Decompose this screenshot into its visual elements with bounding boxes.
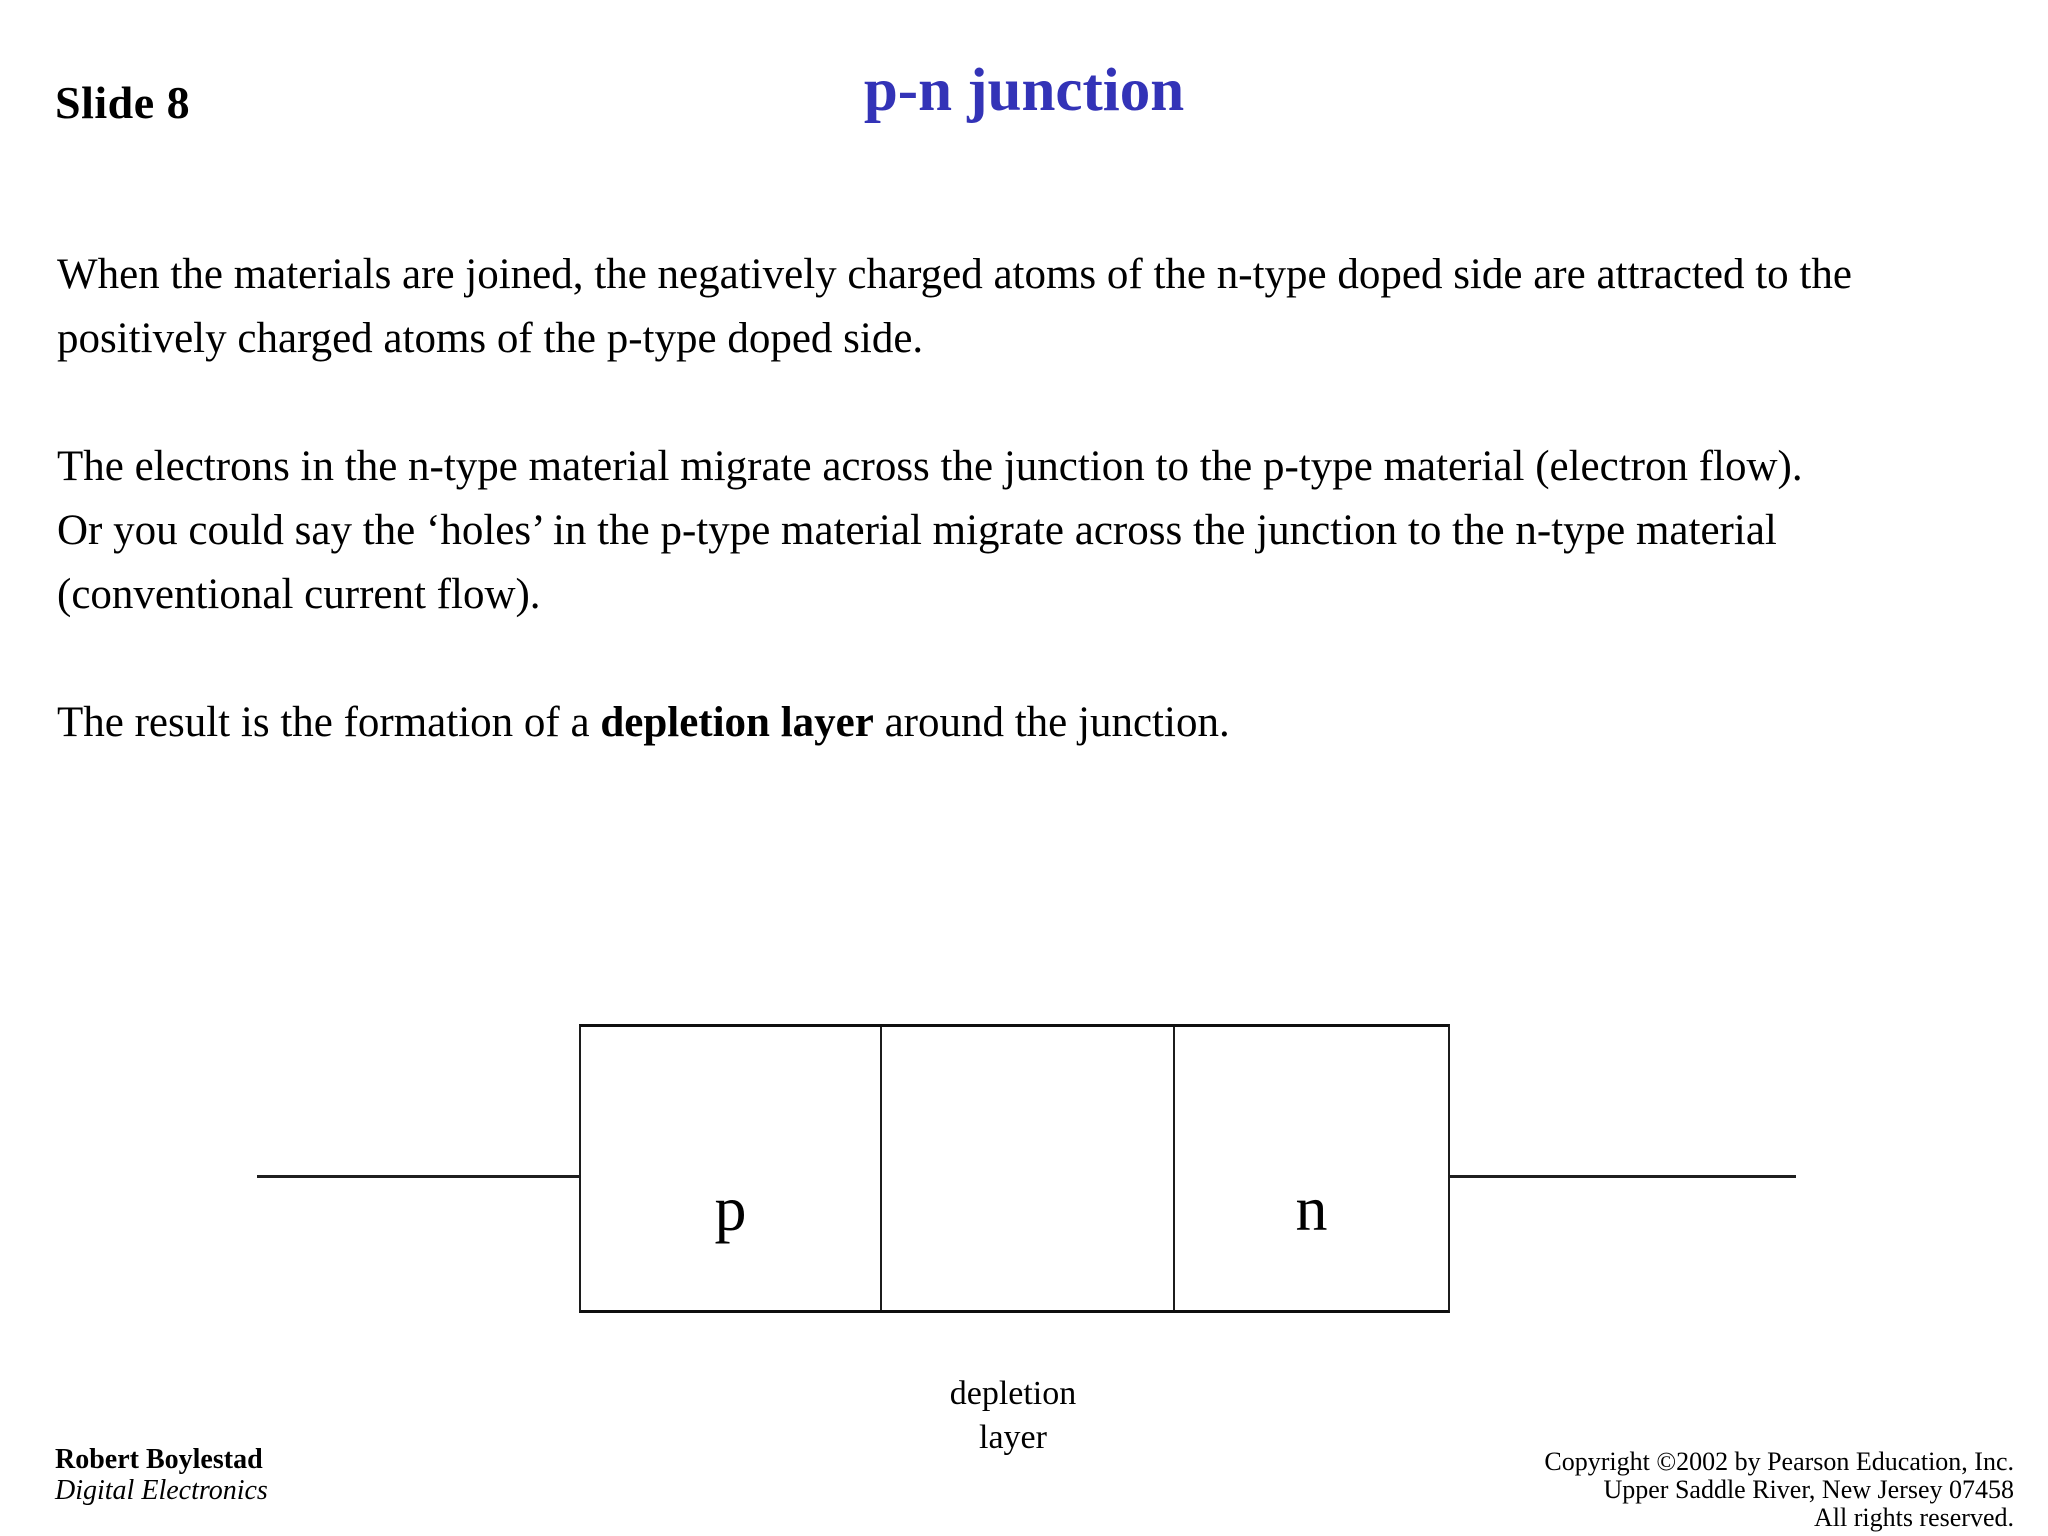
body-text-block: When the materials are joined, the negat… — [57, 243, 1992, 819]
p-type-region: p — [581, 1027, 882, 1310]
footer-copyright-block: Copyright ©2002 by Pearson Education, In… — [1544, 1448, 2014, 1532]
depletion-layer-emphasis: depletion layer — [600, 699, 874, 746]
slide-title: p-n junction — [863, 57, 1185, 124]
depletion-layer-caption: depletion layer — [863, 1372, 1163, 1460]
paragraph-depletion-result: The result is the formation of a depleti… — [57, 691, 1992, 755]
depletion-caption-line2: layer — [979, 1419, 1047, 1456]
electron-flow-sentence: The electrons in the n-type material mig… — [57, 443, 1803, 490]
paragraph-materials-joined: When the materials are joined, the negat… — [57, 251, 1852, 362]
depletion-caption-line1: depletion — [949, 1375, 1077, 1412]
p-region-label: p — [714, 1172, 747, 1244]
right-terminal-wire — [1450, 1175, 1796, 1178]
n-type-region: n — [1175, 1027, 1448, 1310]
n-region-label: n — [1295, 1172, 1328, 1244]
footer-book-title: Digital Electronics — [55, 1475, 268, 1506]
pn-junction-diagram: p n — [579, 1024, 1450, 1313]
copyright-line-rights: All rights reserved. — [1813, 1503, 2014, 1532]
copyright-line-address: Upper Saddle River, New Jersey 07458 — [1603, 1475, 2014, 1504]
footer-author-block: Robert Boylestad Digital Electronics — [55, 1444, 268, 1506]
left-terminal-wire — [257, 1175, 579, 1178]
depletion-result-before: The result is the formation of a — [57, 699, 601, 746]
depletion-result-after: around the junction. — [873, 699, 1230, 746]
paragraph-electron-flow: The electrons in the n-type material mig… — [57, 435, 1992, 627]
footer-author-name: Robert Boylestad — [55, 1444, 263, 1475]
conventional-current-sentence: Or you could say the ‘holes’ in the p-ty… — [57, 507, 1777, 618]
copyright-line-publisher: Copyright ©2002 by Pearson Education, In… — [1544, 1447, 2014, 1476]
depletion-region — [882, 1027, 1175, 1310]
slide-number-label: Slide 8 — [55, 77, 191, 128]
